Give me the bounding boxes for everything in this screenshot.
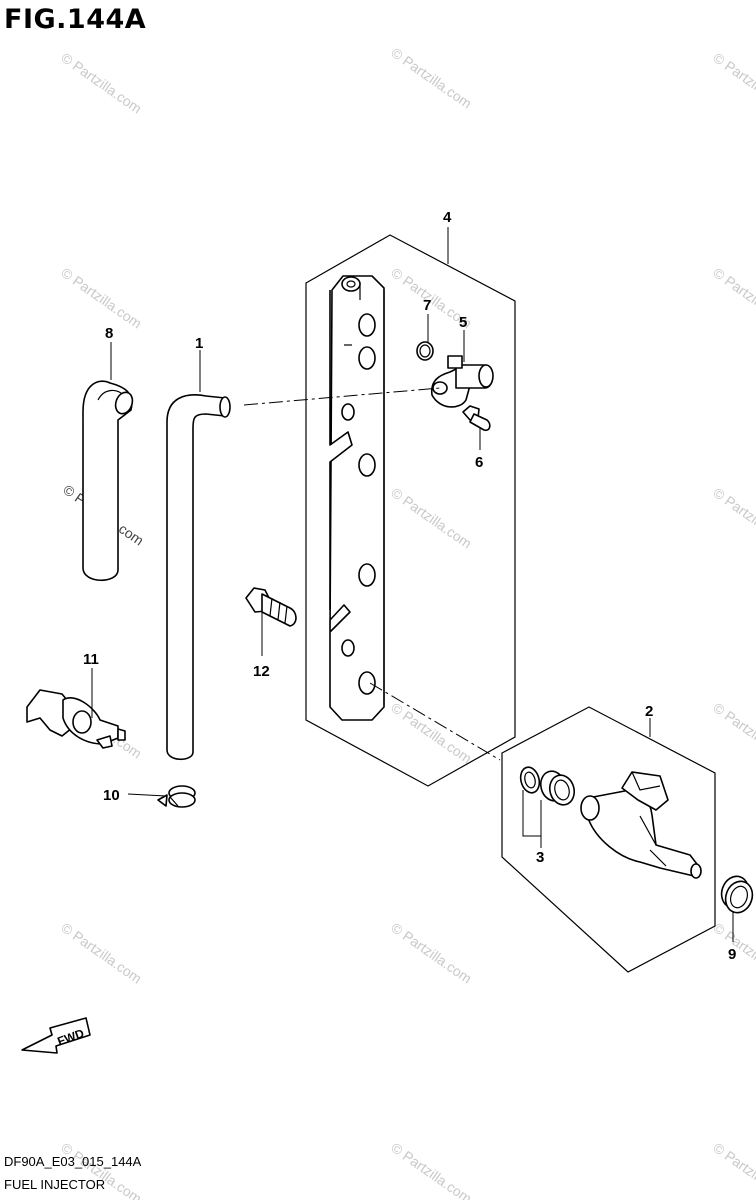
watermark-text: © Partzilla.com bbox=[388, 44, 474, 111]
seal-ring-3[interactable] bbox=[518, 765, 542, 795]
alignment-line bbox=[243, 387, 441, 406]
watermark-text: © Partzilla.com bbox=[58, 49, 144, 116]
diagram-code: DF90A_E03_015_144A bbox=[4, 1154, 142, 1169]
watermark-text: © Partzilla.com bbox=[388, 484, 474, 551]
fwd-arrow-icon: FWD bbox=[21, 1017, 91, 1054]
bolt-6[interactable] bbox=[462, 405, 491, 432]
watermark-text: © Partzilla.com bbox=[58, 264, 144, 331]
clamp-11[interactable] bbox=[26, 689, 126, 749]
grommet-3[interactable] bbox=[538, 768, 578, 807]
callout-8[interactable]: 8 bbox=[105, 325, 113, 342]
watermark-text: © Partzilla.com bbox=[388, 1139, 474, 1200]
seal-ring-3-inner bbox=[524, 771, 536, 789]
rail-assembly-outline bbox=[305, 234, 516, 787]
injector-assembly-outline bbox=[501, 706, 716, 973]
hose-8[interactable] bbox=[82, 380, 135, 581]
callout-12[interactable]: 12 bbox=[253, 663, 270, 680]
callout-5[interactable]: 5 bbox=[459, 314, 467, 331]
callout-3[interactable]: 3 bbox=[536, 849, 544, 866]
fitting-5[interactable] bbox=[430, 355, 494, 408]
figure-title: FIG.144A bbox=[4, 4, 147, 35]
watermark-text: © Partzilla.com bbox=[710, 699, 756, 766]
o-ring-7-inner bbox=[419, 344, 431, 358]
watermark-text: © Partzilla.com bbox=[388, 919, 474, 986]
callout-7[interactable]: 7 bbox=[423, 297, 431, 314]
callout-10[interactable]: 10 bbox=[103, 787, 120, 804]
watermark-text: © Partzilla.com bbox=[58, 919, 144, 986]
callout-11[interactable]: 11 bbox=[83, 651, 99, 668]
alignment-line bbox=[369, 682, 501, 761]
watermark-text: © Partzilla.com bbox=[710, 484, 756, 551]
ring-9[interactable] bbox=[717, 873, 756, 917]
watermark-layer: © Partzilla.com © Partzilla.com © Partzi… bbox=[58, 44, 756, 1200]
bolt-12[interactable] bbox=[245, 587, 297, 627]
watermark-text: © Partzilla.com bbox=[710, 49, 756, 116]
watermark-text: © Partzilla.com bbox=[388, 699, 474, 766]
fuel-rail[interactable] bbox=[329, 275, 385, 721]
callout-6[interactable]: 6 bbox=[475, 454, 483, 471]
watermark-text: © Partzilla.com bbox=[710, 1139, 756, 1200]
callout-4[interactable]: 4 bbox=[443, 209, 452, 226]
callout-9[interactable]: 9 bbox=[728, 946, 736, 963]
fuel-injector[interactable] bbox=[580, 771, 702, 879]
callout-2[interactable]: 2 bbox=[645, 703, 653, 720]
diagram-name: FUEL INJECTOR bbox=[4, 1177, 106, 1192]
callout-1[interactable]: 1 bbox=[195, 335, 203, 352]
leader-lines bbox=[91, 227, 734, 942]
watermark-text: © Partzilla.com bbox=[710, 264, 756, 331]
hose-clip-10[interactable] bbox=[157, 785, 196, 808]
hose-1[interactable] bbox=[166, 394, 231, 761]
